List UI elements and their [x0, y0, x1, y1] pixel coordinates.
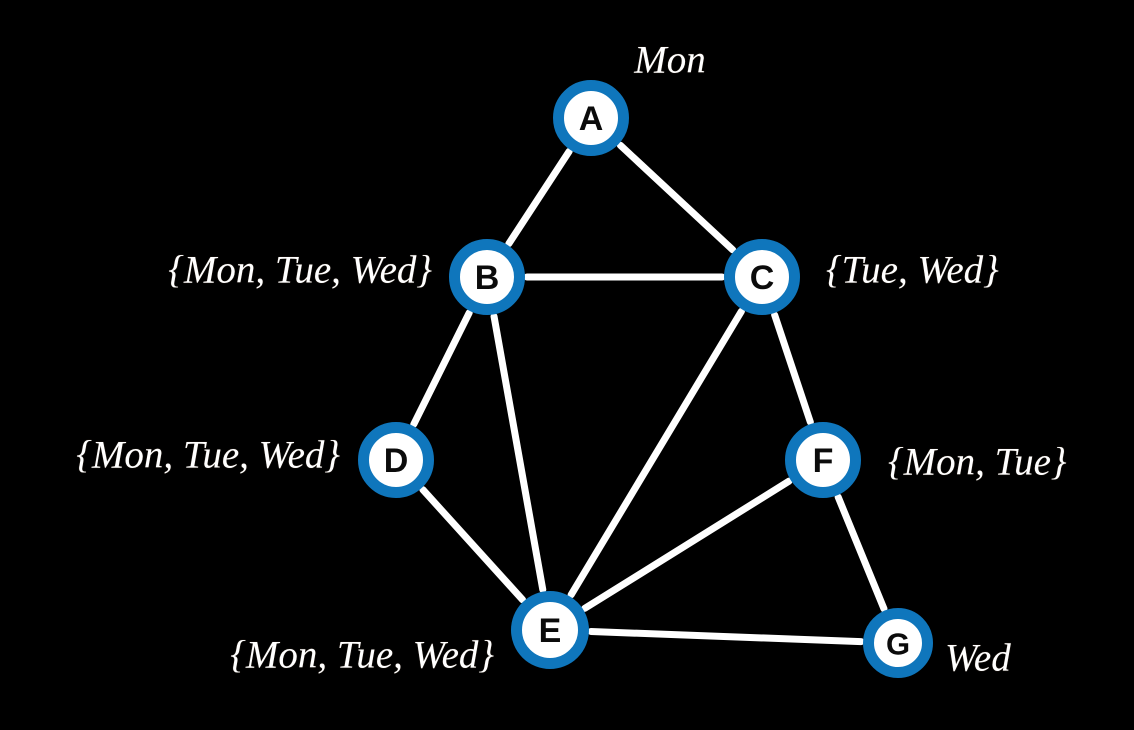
edge-a-b — [505, 147, 573, 248]
domain-label-d: {Mon, Tue, Wed} — [76, 433, 340, 477]
node-b-circle — [449, 239, 525, 315]
edge-c-e — [567, 307, 745, 599]
domain-label-c: {Tue, Wed} — [826, 248, 999, 292]
domain-label-e: {Mon, Tue, Wed} — [230, 633, 494, 677]
node-f-letter: F — [813, 442, 834, 480]
edge-e-g — [587, 628, 865, 646]
edge-b-d — [410, 309, 473, 428]
node-g-circle — [863, 608, 933, 678]
domain-label-g: Wed — [945, 636, 1011, 680]
node-a-circle — [553, 80, 629, 156]
domain-label-f: {Mon, Tue} — [888, 440, 1067, 484]
node-f[interactable]: F — [785, 422, 861, 498]
node-d-letter: D — [384, 442, 409, 480]
domain-label-b: {Mon, Tue, Wed} — [168, 248, 432, 292]
node-c[interactable]: C — [724, 239, 800, 315]
edge-a-c — [616, 141, 737, 254]
node-g[interactable]: G — [863, 608, 933, 678]
node-a[interactable]: A — [553, 80, 629, 156]
node-a-letter: A — [579, 100, 604, 138]
edges-layer — [410, 141, 888, 646]
node-d-circle — [358, 422, 434, 498]
node-b-letter: B — [475, 259, 500, 297]
node-c-letter: C — [750, 259, 775, 297]
node-b[interactable]: B — [449, 239, 525, 315]
node-e[interactable]: E — [511, 591, 589, 669]
node-f-circle — [785, 422, 861, 498]
edge-c-f — [771, 311, 814, 426]
edge-e-f — [581, 477, 793, 612]
nodes-layer: A B C D E F G — [358, 80, 933, 678]
edge-f-g — [834, 493, 888, 613]
node-e-letter: E — [539, 612, 562, 650]
node-e-circle — [511, 591, 589, 669]
node-c-circle — [724, 239, 800, 315]
edge-b-e — [490, 312, 547, 594]
node-d[interactable]: D — [358, 422, 434, 498]
node-g-letter: G — [886, 627, 910, 662]
domain-label-a: Mon — [634, 38, 706, 82]
edge-d-e — [419, 486, 526, 604]
